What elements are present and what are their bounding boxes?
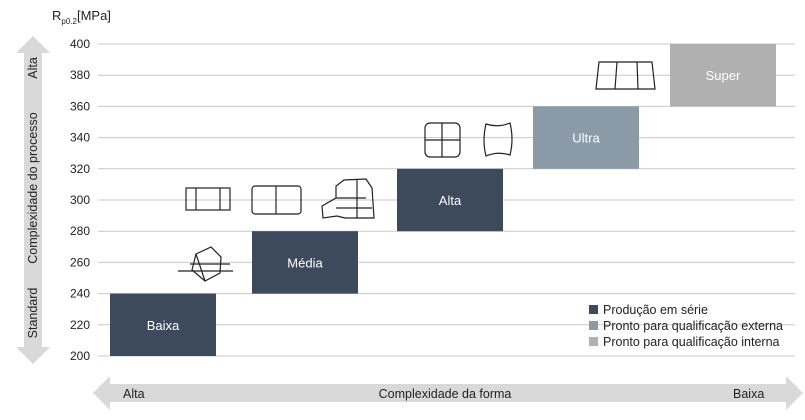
- y-tick-label: 260: [70, 255, 90, 269]
- box-baixa: [110, 293, 216, 356]
- box-alta: [397, 168, 503, 232]
- rounded-panel-icon: [483, 122, 513, 157]
- y-tick-label: 320: [70, 162, 90, 176]
- y-tick-label: 200: [70, 349, 90, 363]
- y-tick-label: 340: [70, 131, 90, 145]
- x-axis-left-label: Alta: [123, 387, 145, 401]
- y-axis-unit: Rp0.2[MPa]: [52, 8, 111, 26]
- legend-swatch: [589, 321, 598, 330]
- box-ultra: [533, 106, 639, 169]
- y-tick-label: 360: [70, 99, 90, 113]
- category-boxes: Baixa Média Alta Ultra Super: [110, 44, 776, 356]
- y-tick-label: 280: [70, 224, 90, 238]
- x-axis-title: Complexidade da forma: [379, 387, 512, 401]
- legend-label: Produção em série: [603, 303, 708, 317]
- part-shape-icons: [178, 61, 656, 282]
- box-label: Média: [287, 255, 323, 270]
- y-axis-low-label: Standard: [26, 288, 40, 339]
- box-label: Ultra: [572, 131, 600, 146]
- y-tick-labels: 200 220 240 260 280 300 320 340 360 380 400: [70, 37, 90, 363]
- rim-profile-icon: [178, 246, 233, 282]
- box-label: Super: [706, 68, 741, 83]
- y-tick-label: 240: [70, 287, 90, 301]
- housing-small-icon: [185, 187, 231, 211]
- legend-label: Pronto para qualificação externa: [603, 319, 783, 333]
- x-axis-arrow: [93, 376, 803, 410]
- legend-label: Pronto para qualificação interna: [603, 335, 780, 349]
- legend-swatch: [589, 337, 598, 346]
- y-axis-title: Complexidade do processo: [26, 112, 40, 264]
- y-tick-label: 400: [70, 37, 90, 51]
- legend-swatch: [589, 305, 598, 314]
- y-tick-label: 380: [70, 68, 90, 82]
- box-média: [252, 231, 358, 294]
- y-tick-label: 300: [70, 193, 90, 207]
- complex-casting-icon: [321, 178, 375, 219]
- box-label: Alta: [439, 193, 462, 208]
- x-axis-right-label: Baixa: [733, 387, 764, 401]
- y-axis-high-label: Alta: [26, 57, 40, 79]
- trapezoid-panel-icon: [595, 61, 656, 90]
- y-tick-label: 220: [70, 318, 90, 332]
- housing-medium-icon: [251, 185, 302, 215]
- y-axis-arrow: [16, 36, 50, 364]
- box-super: [670, 44, 776, 107]
- box-label: Baixa: [147, 318, 180, 333]
- cross-panel-icon: [424, 122, 461, 158]
